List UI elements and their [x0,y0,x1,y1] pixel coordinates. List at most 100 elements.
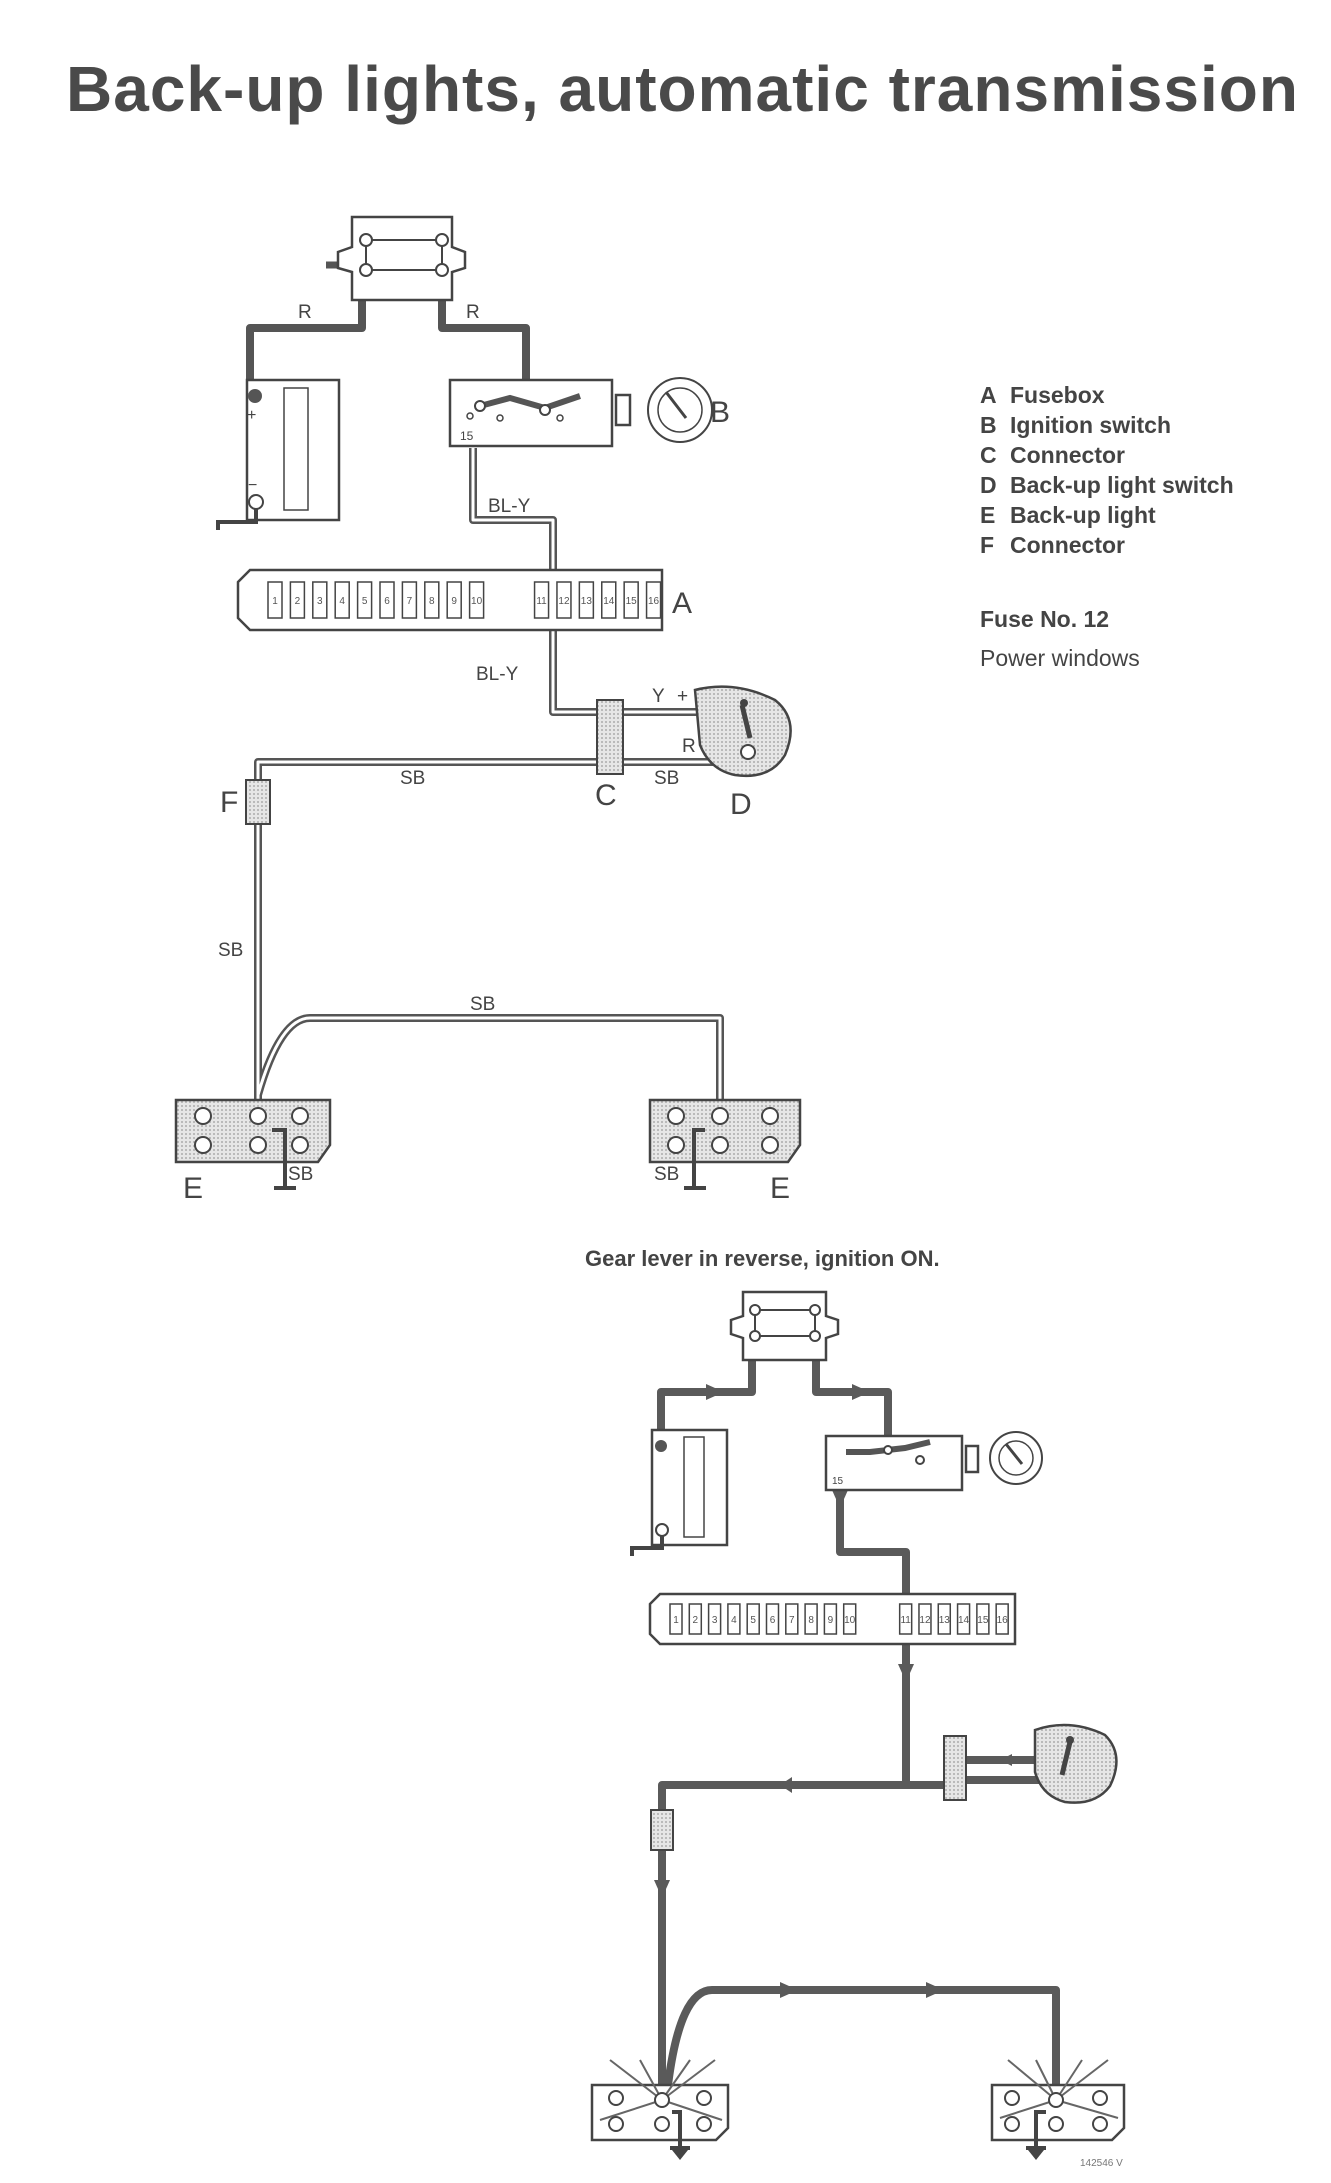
svg-text:BL-Y: BL-Y [488,496,531,517]
fuse-11 [533,581,550,619]
connector-f-flow [650,1809,674,1851]
fuse-13 [937,1603,952,1635]
fuse-9 [823,1603,838,1635]
backup-light-right: E [648,1098,802,1205]
fuse-5 [746,1603,760,1635]
fuse-number-label: 12 [558,596,570,607]
fuse-number-label: 10 [844,1615,856,1626]
fuse-13 [578,581,595,619]
fuse-7 [401,581,418,619]
fuse-number-label: 16 [997,1615,1009,1626]
fuse-6 [765,1603,780,1635]
svg-text:R: R [682,736,696,757]
fuse-circuit: Power windows [980,645,1140,671]
fuse-16 [995,1603,1009,1635]
fuse-14 [956,1603,971,1635]
fuse-12 [556,581,572,619]
fuse-8 [424,581,440,619]
fuse-number-label: 6 [384,596,390,607]
fuse-number-label: 10 [471,596,483,607]
svg-text:SB: SB [470,994,495,1015]
wire-harness [246,261,724,1105]
fuse-number-label: 8 [808,1615,814,1626]
wire-labels: R R BL-Y BL-Y Y + R SB SB SB SB SB SB [218,302,696,1185]
fuse-7 [785,1603,799,1635]
fuse-14 [601,581,617,619]
backup-light-left-flow [590,2059,730,2160]
fuse-4 [334,581,350,619]
page-title: Back-up lights, automatic transmission [66,53,1299,125]
backup-light-switch: D [693,685,792,821]
fuse-number-label: 15 [977,1615,989,1626]
fuse-number-label: 11 [900,1615,911,1626]
fuse-number-label: 12 [919,1615,931,1626]
svg-text:+: + [247,407,256,424]
fuse-number-label: 5 [362,596,368,607]
fuse-number-label: 7 [789,1615,795,1626]
ignition-switch-flow: 15 [824,1431,1043,1492]
fuse-10 [468,581,485,619]
fuse-8 [804,1603,818,1635]
fuse-number-label: 1 [272,596,278,607]
svg-text:SB: SB [218,940,243,961]
fuse-number-label: 13 [939,1615,951,1626]
fuse-12 [918,1603,932,1635]
fuse-number-label: 1 [673,1615,679,1626]
fuse-16 [645,581,662,619]
fuse-2 [289,581,306,619]
svg-text:+: + [677,686,688,707]
fuse-3 [707,1603,722,1635]
flow-arrows [654,1384,1012,1998]
fuse-number-label: 11 [536,596,547,607]
fuse-3 [312,581,328,619]
fuse-1 [669,1603,683,1635]
fuse-number-label: 6 [770,1615,776,1626]
fuse-number-label: 4 [731,1615,737,1626]
svg-text:E: E [770,1172,790,1205]
fuse-number-label: 8 [429,596,435,607]
fuse-number-label: 7 [407,596,413,607]
svg-text:15: 15 [832,1476,844,1487]
fuse-5 [356,581,373,619]
fuse-6 [379,581,395,619]
backup-light-left: E [174,1098,332,1205]
fuse-1 [267,581,283,619]
battery: + − [216,378,341,530]
svg-text:15: 15 [460,429,474,443]
svg-text:R: R [298,302,312,323]
relay-block-flow [729,1290,840,1362]
svg-text:C: C [595,779,617,812]
fuse-number-label: 15 [626,596,638,607]
fuse-number-label: 2 [693,1615,699,1626]
svg-text:Y: Y [652,686,665,707]
svg-text:SB: SB [654,1164,679,1185]
svg-text:SB: SB [288,1164,313,1185]
fuse-2 [688,1603,703,1635]
fuse-number-label: 5 [750,1615,756,1626]
svg-text:A: A [672,587,692,620]
svg-text:F: F [220,786,238,819]
fuse-number-label: 9 [828,1615,834,1626]
fuse-15 [623,581,639,619]
fuse-10 [842,1603,857,1635]
fuse-11 [898,1603,913,1635]
battery-flow [630,1428,729,1556]
fuse-number-label: 14 [958,1615,970,1626]
fuse-number-label: 16 [648,596,660,607]
fuse-9 [446,581,462,619]
backup-light-right-flow [990,2059,1126,2160]
svg-text:SB: SB [654,768,679,789]
